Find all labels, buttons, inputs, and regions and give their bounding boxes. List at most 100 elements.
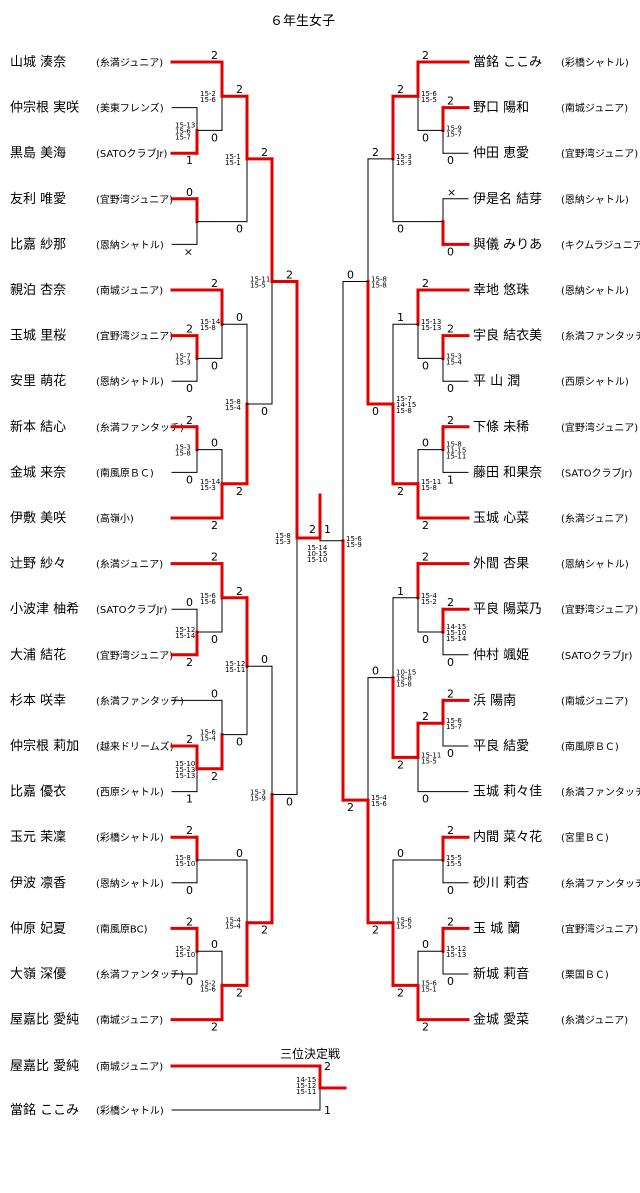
page-title: ６年生女子 xyxy=(270,14,336,29)
game-score: 15-6 xyxy=(421,90,437,98)
game-score: 15-9 xyxy=(446,124,462,132)
game-score: 15-8 xyxy=(200,324,216,332)
player-club: (宜野湾ジュニア) xyxy=(96,649,173,662)
player-club: (糸満ファンタッチ) xyxy=(96,695,184,707)
match-score: 0 xyxy=(211,687,218,700)
match-score: 0 xyxy=(211,633,218,646)
game-score: 15-7 xyxy=(175,352,191,360)
player-name: 當銘 ここみ xyxy=(473,55,542,70)
game-score: 15-5 xyxy=(421,757,437,765)
player-name: 伊波 凛香 xyxy=(10,875,66,891)
game-score: 15-6 xyxy=(346,535,362,543)
game-score: 15-7 xyxy=(175,133,191,141)
match-score: 2 xyxy=(211,551,218,564)
game-score: 15-3 xyxy=(446,352,462,360)
match-score: 2 xyxy=(236,485,243,498)
game-score: 15-6 xyxy=(371,800,387,808)
third-place-player-club: (彩橋シャトル) xyxy=(96,1104,164,1117)
match-score: 0 xyxy=(397,847,404,860)
player-name: 仲宗根 実咲 xyxy=(10,100,79,116)
player-name: 宇良 結衣美 xyxy=(473,328,542,344)
match-score: 2 xyxy=(422,1021,429,1034)
match-score: 2 xyxy=(422,49,429,62)
game-score: 15-14 xyxy=(200,318,221,326)
game-score: 15-5 xyxy=(446,854,462,862)
player-name: 屋嘉比 愛純 xyxy=(10,1013,79,1028)
match-score: 1 xyxy=(397,585,404,598)
player-club: (宜野湾ジュニア) xyxy=(561,603,638,616)
player-club: (SATOクラブJr) xyxy=(96,603,168,616)
match-score: 0 xyxy=(422,131,429,144)
match-score: 0 xyxy=(186,186,193,199)
game-score: 15-2 xyxy=(200,90,216,98)
match-score: 0 xyxy=(397,223,404,236)
match-score: 0 xyxy=(186,884,193,897)
player-club: (糸満ジュニア) xyxy=(96,559,163,571)
match-score: 2 xyxy=(447,596,454,609)
player-club: (栗国ＢＣ) xyxy=(561,969,609,981)
match-score: 2 xyxy=(347,801,354,814)
game-score: 15-12 xyxy=(225,660,245,668)
player-club: (高嶺小) xyxy=(96,512,134,525)
game-score: 15-11 xyxy=(421,751,441,759)
player-name: 新本 結心 xyxy=(10,419,66,435)
player-name: 山城 湊奈 xyxy=(10,55,66,70)
match-score: 0 xyxy=(236,736,243,749)
player-club: (恩納シャトル) xyxy=(96,877,164,890)
match-score: 0 xyxy=(372,405,379,418)
match-score: 2 xyxy=(372,924,379,937)
game-score: 15-5 xyxy=(446,860,462,868)
match-score: 2 xyxy=(261,146,268,159)
game-score: 15-9 xyxy=(346,541,362,549)
match-score: 2 xyxy=(186,656,193,669)
game-score: 15-3 xyxy=(200,484,216,492)
game-score: 15-13 xyxy=(175,121,195,129)
game-score: 15-10 xyxy=(175,760,195,768)
match-score: 2 xyxy=(422,277,429,290)
player-name: 浜 陽南 xyxy=(473,692,516,708)
match-score: 2 xyxy=(211,519,218,532)
third-place-game-score: 15-11 xyxy=(296,1088,316,1096)
match-score: 2 xyxy=(261,924,268,937)
match-score: 2 xyxy=(422,710,429,723)
player-club: (南風原BC) xyxy=(96,922,148,935)
match-score: 0 xyxy=(186,382,193,395)
match-score: 1 xyxy=(186,793,193,806)
final-game-score: 15-10 xyxy=(307,556,327,564)
match-score: 0 xyxy=(211,131,218,144)
player-club: (南城ジュニア) xyxy=(96,284,163,297)
player-club: (恩納シャトル) xyxy=(561,284,629,297)
game-score: 15-11 xyxy=(225,666,245,674)
match-score: 2 xyxy=(236,585,243,598)
player-name: 玉元 茉凜 xyxy=(10,830,66,845)
match-score: 2 xyxy=(186,824,193,837)
game-score: 15-5 xyxy=(250,281,266,289)
game-score: 14-15 xyxy=(396,401,416,409)
game-score: 15-8 xyxy=(396,675,412,683)
game-score: 15-13 xyxy=(421,318,441,326)
match-score: 0 xyxy=(422,633,429,646)
match-score: 2 xyxy=(211,1021,218,1034)
match-score: 2 xyxy=(397,758,404,771)
match-score: 2 xyxy=(422,551,429,564)
player-name: 小波津 柚希 xyxy=(10,602,79,617)
player-name: 玉 城 蘭 xyxy=(473,920,520,936)
game-score: 15-8 xyxy=(396,407,412,415)
game-score: 15-3 xyxy=(275,538,291,546)
match-score: 0 xyxy=(186,975,193,988)
player-name: 辻野 紗々 xyxy=(10,557,66,572)
game-score: 15-6 xyxy=(200,96,216,104)
player-name: 杉本 咲幸 xyxy=(10,692,66,708)
game-score: 15-3 xyxy=(175,358,191,366)
game-score: 15-6 xyxy=(175,127,191,135)
player-club: (南風原ＢＣ) xyxy=(561,740,619,753)
player-club: (宜野湾ジュニア) xyxy=(96,193,173,206)
match-score: 2 xyxy=(422,519,429,532)
player-name: 黒島 美海 xyxy=(10,146,66,161)
player-club: (糸満ファンタッチ) xyxy=(561,331,640,343)
player-name: 仲田 恵愛 xyxy=(473,146,529,161)
player-name: 玉城 里桜 xyxy=(10,329,66,344)
game-score: 15-1 xyxy=(421,985,437,993)
player-name: 下條 未稀 xyxy=(473,420,529,435)
